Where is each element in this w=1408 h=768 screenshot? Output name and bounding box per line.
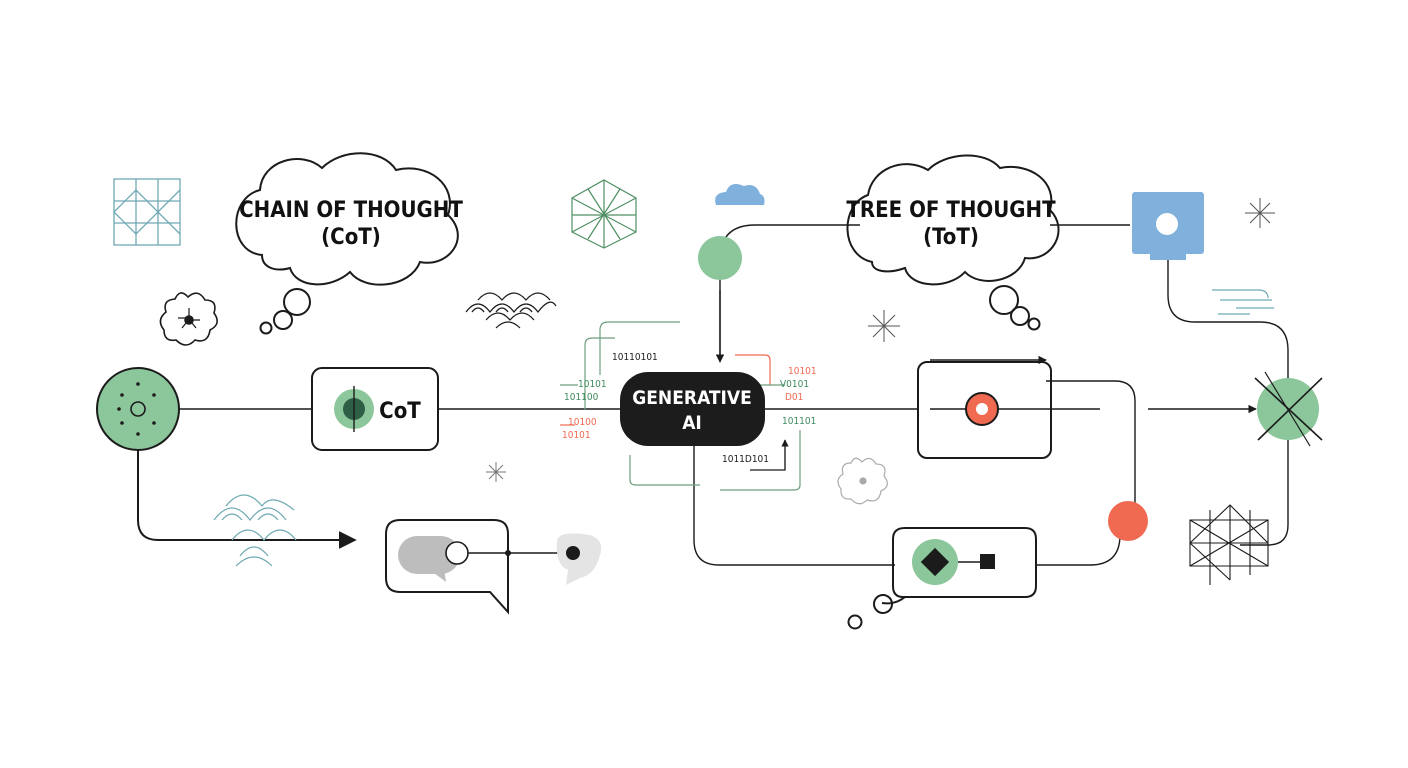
binary-right: 10101 V0101 D01 101101 1011D101 — [722, 366, 817, 465]
speech-bubble-node — [385, 519, 602, 615]
binary-right-0: 10101 — [788, 366, 817, 377]
cot-bubble-title: CHAIN OF THOUGHT — [239, 198, 463, 223]
cloud-icon — [715, 184, 765, 205]
generative-ai-node: GENERATIVE AI — [620, 372, 765, 446]
triangle-mesh-icon — [1189, 504, 1269, 585]
connector-lines — [137, 224, 1289, 566]
process-node-red — [917, 361, 1052, 459]
cot-bubble-abbrev: (CoT) — [321, 225, 381, 250]
lines-pattern-icon — [1212, 289, 1274, 315]
green-dot-node — [698, 236, 742, 280]
cot-thought-bubble: CHAIN OF THOUGHT (CoT) — [235, 152, 463, 335]
binary-right-1: V0101 — [780, 379, 809, 390]
sparkle-icon-3 — [486, 462, 506, 482]
binary-right-2: D01 — [785, 392, 803, 403]
binary-left-2: 101100 — [564, 392, 599, 403]
geometric-mesh-icon — [571, 179, 637, 249]
binary-left-3: 10100 — [568, 417, 597, 428]
binary-left: 10110101 10101 101100 10100 10101 — [562, 352, 658, 441]
binary-traces — [560, 321, 801, 491]
binary-right-4: 1011D101 — [722, 454, 769, 465]
tot-bubble-abbrev: (ToT) — [923, 225, 979, 250]
output-node-x — [1254, 371, 1323, 447]
blue-box-node — [1132, 192, 1204, 260]
sparkle-icon-2 — [868, 310, 900, 342]
binary-right-3: 101101 — [782, 416, 816, 427]
sparkle-icon — [1245, 198, 1275, 228]
gen-ai-label-line2: AI — [682, 412, 702, 434]
binary-left-0: 10110101 — [612, 352, 658, 363]
tot-thought-bubble: TREE OF THOUGHT (ToT) — [846, 154, 1060, 331]
flower-icon-outline — [837, 457, 888, 505]
tot-bubble-title: TREE OF THOUGHT — [846, 198, 1056, 223]
gen-ai-label-line1: GENERATIVE — [632, 387, 752, 409]
wave-pattern-icon-teal — [213, 494, 297, 567]
process-node-diamond — [847, 527, 1037, 630]
input-node-circle — [96, 367, 180, 451]
lattice-icon-teal — [113, 178, 181, 246]
binary-left-4: 10101 — [562, 430, 591, 441]
flower-icon — [159, 292, 218, 346]
cot-node: CoT — [311, 367, 439, 451]
cot-node-label: CoT — [379, 399, 421, 424]
binary-left-1: 10101 — [578, 379, 607, 390]
wave-pattern-icon — [465, 292, 557, 329]
red-dot-node — [1108, 501, 1148, 541]
